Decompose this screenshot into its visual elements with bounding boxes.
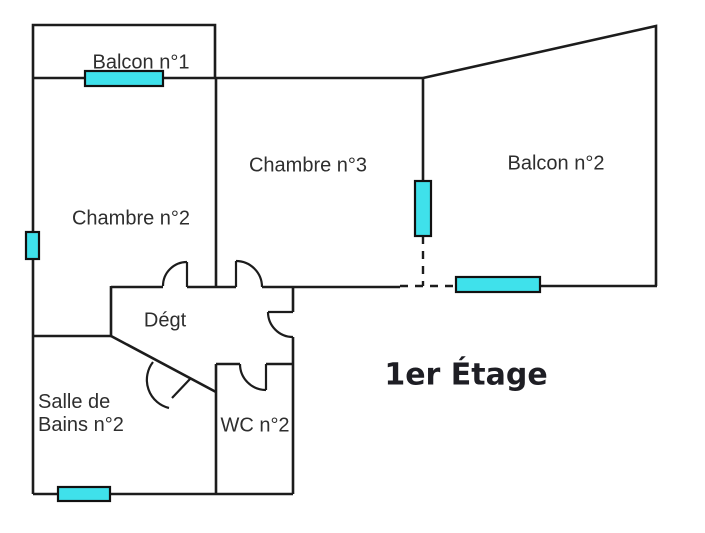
wall-degt-slant bbox=[110, 334, 217, 394]
door-wc bbox=[238, 363, 268, 392]
door-arc bbox=[266, 311, 294, 339]
door-arc bbox=[238, 363, 267, 392]
doors bbox=[145, 259, 294, 410]
door-salle-de-bains bbox=[145, 361, 191, 410]
window-salle-de-bains bbox=[56, 485, 112, 503]
window-balcon2-south bbox=[454, 275, 542, 294]
window-chambre3-balcon2 bbox=[413, 179, 433, 238]
room-label-balcon-2: Balcon n°2 bbox=[507, 152, 605, 175]
room-label-salle-de-bains: Salle de Bains n°2 bbox=[38, 391, 124, 437]
room-label-balcon-1: Balcon n°1 bbox=[92, 51, 190, 74]
room-label-chambre-2: Chambre n°2 bbox=[71, 207, 191, 230]
room-label-wc: WC n°2 bbox=[220, 414, 290, 437]
door-arc bbox=[235, 259, 264, 288]
door-arc bbox=[145, 361, 170, 410]
walls bbox=[31, 23, 658, 496]
room-label-salle-de-bains-line1: Salle de bbox=[38, 391, 111, 413]
windows bbox=[24, 69, 542, 503]
door-chambre3-degt bbox=[234, 259, 264, 288]
door-leaf bbox=[171, 378, 191, 399]
door-entrance-degt bbox=[266, 310, 294, 339]
window-chambre2-west bbox=[24, 230, 41, 261]
door-chambre2-degt bbox=[161, 260, 189, 287]
room-label-degagement: Dégt bbox=[143, 309, 187, 332]
wall-balcon2-outline bbox=[422, 24, 658, 286]
window-balcon1 bbox=[83, 69, 165, 88]
wall-balcon1-outline bbox=[31, 23, 217, 78]
door-arc bbox=[161, 260, 188, 287]
room-label-chambre-3: Chambre n°3 bbox=[248, 154, 368, 177]
floor-title: 1er Étage bbox=[384, 357, 548, 393]
room-label-salle-de-bains-line2: Bains n°2 bbox=[38, 414, 124, 436]
walls-dashed bbox=[400, 236, 456, 288]
